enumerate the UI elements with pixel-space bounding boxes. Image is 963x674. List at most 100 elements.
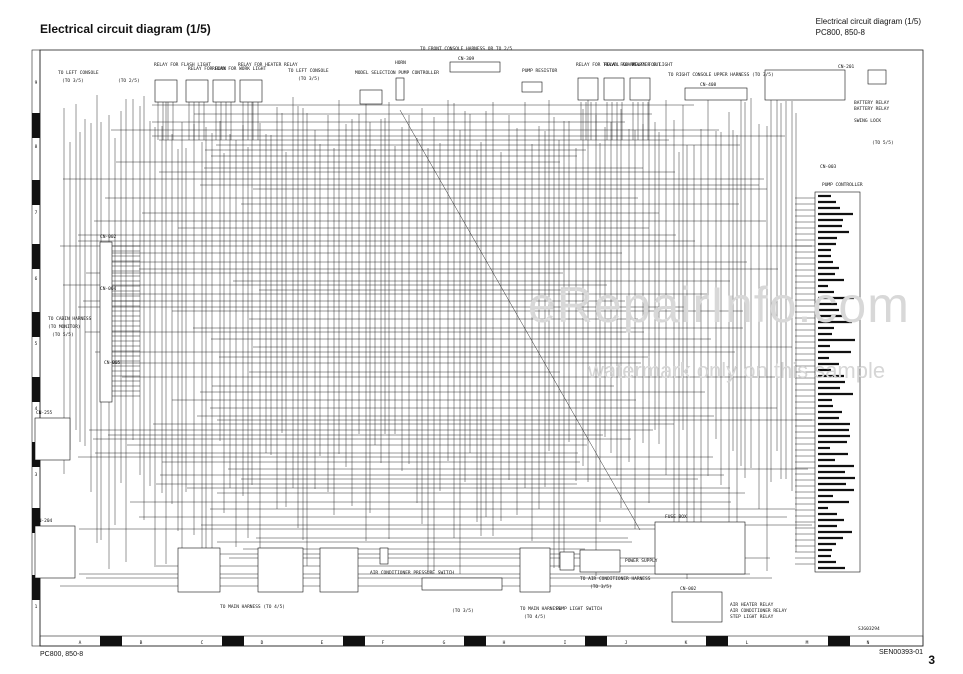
col-label: D	[261, 640, 264, 646]
label-cabin-harness-ref2: (TO 5/5)	[52, 332, 74, 338]
label-relay-light: RELAY FOR LIGHT	[632, 62, 673, 68]
label-ref-2-5: (TO 2/5)	[118, 78, 140, 84]
cn-bottom-connector	[421, 577, 503, 591]
label-relay-ac: AIR CONDITIONER RELAY	[730, 608, 787, 614]
label-cn-408: CN-408	[700, 82, 717, 88]
column-strip-hatch	[100, 636, 850, 646]
row-label: 5	[35, 341, 38, 347]
label-cn-204: CN-204	[36, 518, 53, 524]
label-drawing-id: SJG03294	[858, 626, 880, 632]
label-relay-heater: RELAY FOR HEATER RELAY	[238, 62, 298, 68]
watermark-note: watermark only on this sample	[588, 358, 886, 383]
label-relay-work: RELAY FOR WORK LIGHT	[212, 66, 266, 72]
header-right-title: Electrical circuit diagram (1/5)	[815, 17, 921, 26]
cn-408-connector	[684, 87, 748, 101]
label-right-console: TO RIGHT CONSOLE UPPER HARNESS (TO 3/5)	[668, 72, 774, 78]
row-label: 4	[35, 406, 38, 412]
label-cabin-harness: TO CABIN HARNESS	[48, 316, 92, 322]
header-right: Electrical circuit diagram (1/5) PC800, …	[816, 16, 921, 38]
pump-controller-pins	[818, 194, 855, 570]
label-swing-lock: SWING LOCK	[854, 118, 881, 124]
label-relay-horn: RELAY FOR HORN	[188, 66, 226, 72]
footer-model: PC800, 850-8	[40, 651, 84, 658]
label-pump-controller: PUMP CONTROLLER	[822, 182, 863, 188]
fuse-box	[654, 521, 746, 575]
cn-204-connector	[34, 525, 76, 579]
label-ac-harness: TO AIR CONDITIONER HARNESS	[580, 576, 651, 582]
cn-309-connector	[449, 61, 501, 73]
label-cn-255: CN-255	[36, 410, 53, 416]
label-main-harness2-ref: (TO 4/5)	[524, 614, 546, 620]
label-left-console-b: TO LEFT CONSOLE	[288, 68, 329, 74]
label-model-selection: MODEL SELECTION PUMP CONTROLLER	[355, 70, 439, 76]
col-label: A	[79, 640, 82, 646]
main-harness-connector-1	[177, 547, 221, 593]
label-ref-5-5: (TO 5/5)	[872, 140, 894, 146]
model-selection-connector	[359, 89, 383, 105]
col-label: B	[140, 640, 143, 646]
label-cn-004: CN-004	[100, 286, 117, 292]
col-label: H	[503, 640, 506, 646]
cn-002-connector	[99, 241, 113, 403]
label-cabin-harness-ref: (TO MONITOR)	[48, 324, 81, 330]
label-horn: HORN	[395, 60, 406, 66]
label-left-console: TO LEFT CONSOLE	[58, 70, 99, 76]
label-relay-step: STEP LIGHT RELAY	[730, 614, 774, 620]
relay-flash-light	[154, 79, 178, 103]
label-battery-relay2: BATTERY RELAY	[854, 106, 890, 112]
header-right-model: PC800, 850-8	[815, 28, 865, 37]
label-fuse-box: FUSE BOX	[665, 514, 687, 520]
label-battery-relay: BATTERY RELAY	[854, 100, 890, 106]
label-ac-press: AIR CONDITIONER PRESSURE SWITCH	[370, 570, 454, 576]
cn-255-connector	[34, 417, 71, 461]
label-main-harness: TO MAIN HARNESS (TO 4/5)	[220, 604, 285, 610]
col-label: M	[806, 640, 809, 646]
page-title: Electrical circuit diagram (1/5)	[40, 22, 211, 36]
watermark-site: eRepairInfo.com	[528, 277, 910, 333]
footer-code: SEN00393-01	[879, 649, 923, 656]
diagram-labels: TO LEFT CONSOLE (TO 3/5) (TO 2/5) RELAY …	[36, 46, 894, 632]
pump-light-switch	[559, 551, 575, 571]
label-relay-starter: RELAY FOR STARTER CUT	[604, 62, 661, 68]
row-label: 9	[35, 80, 38, 86]
relay-travel-alarm	[577, 77, 599, 101]
label-cn-003: CN-003	[820, 164, 837, 170]
row-label: 1	[35, 604, 38, 610]
label-left-console-ref: (TO 3/5)	[62, 78, 84, 84]
label-ref-3-5: (TO 3/5)	[452, 608, 474, 614]
column-labels: A B C D E F G H I J K L M N	[79, 640, 870, 646]
row-strip	[31, 49, 41, 647]
diagram-frame	[39, 49, 924, 647]
label-main-harness2: TO MAIN HARNESS	[520, 606, 561, 612]
label-relay-heater-side: AIR HEATER RELAY	[730, 602, 774, 608]
row-label: 6	[35, 276, 38, 282]
wire-network	[60, 95, 815, 587]
battery-relay-connector	[867, 69, 887, 85]
col-label: N	[867, 640, 870, 646]
ac-harness-connector	[579, 549, 621, 573]
label-cn-005: CN-005	[104, 360, 121, 366]
main-harness-connector-3	[319, 547, 359, 593]
row-label: 3	[35, 472, 38, 478]
col-label: L	[746, 640, 749, 646]
main-harness-connector-2	[257, 547, 304, 593]
relay-heater	[239, 79, 263, 103]
relay-horn	[185, 79, 209, 103]
row-label: 7	[35, 210, 38, 216]
label-pump-resistor: PUMP RESISTOR	[522, 68, 558, 74]
relay-work-light	[212, 79, 236, 103]
col-label: I	[564, 640, 567, 646]
cn-201-connector	[764, 69, 846, 101]
main-harness-connector-4	[519, 547, 551, 593]
col-label: J	[625, 640, 628, 646]
label-front-console: TO FRONT CONSOLE HARNESS OR TO 2/5	[420, 46, 512, 52]
col-label: E	[321, 640, 324, 646]
col-label: C	[201, 640, 204, 646]
label-cn-309: CN-309	[458, 56, 475, 62]
row-label: 8	[35, 144, 38, 150]
label-left-console-b-ref: (TO 3/5)	[298, 76, 320, 82]
relay-light	[629, 77, 651, 101]
col-label: K	[685, 640, 688, 646]
col-label: F	[382, 640, 385, 646]
